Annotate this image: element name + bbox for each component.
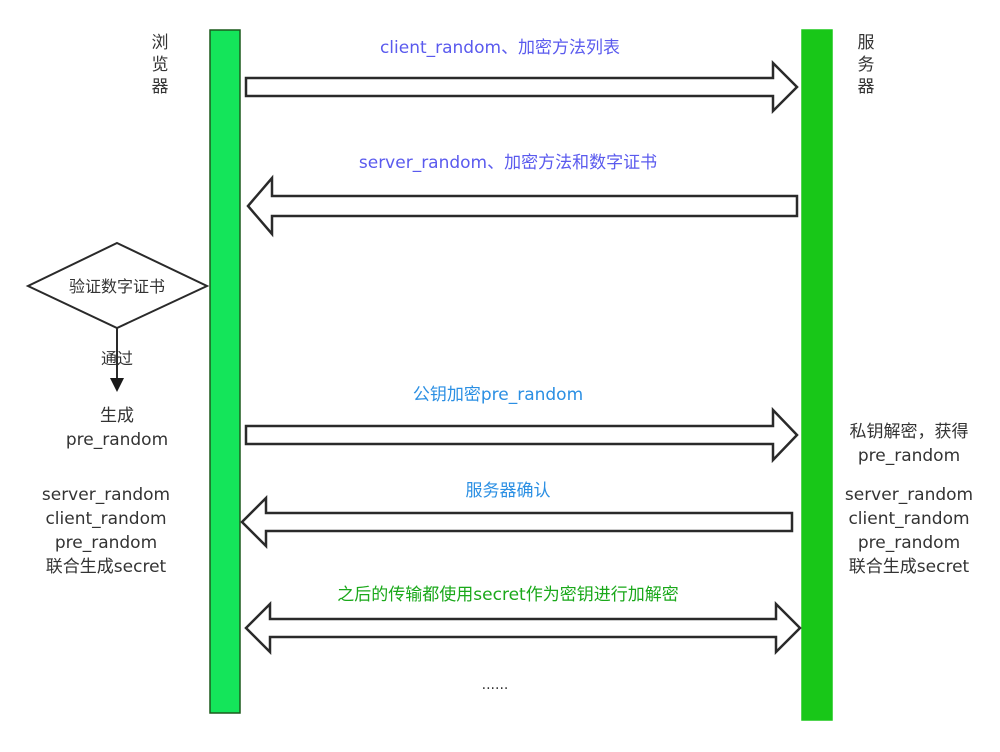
browser-title-line-1: 浏 — [152, 33, 169, 53]
server-combine-block: server_random client_random pre_random 联… — [845, 485, 973, 577]
message-5-label: 之后的传输都使用secret作为密钥进行加解密 — [337, 584, 678, 605]
message-3-arrow — [244, 406, 799, 464]
client-combine-line-2: client_random — [45, 509, 166, 529]
message-5-double-arrow — [244, 600, 802, 656]
server-combine-line-2: client_random — [848, 509, 969, 529]
browser-title: 浏 览 器 — [152, 33, 169, 97]
message-2-arrow — [246, 174, 799, 238]
client-combine-block: server_random client_random pre_random 联… — [42, 485, 170, 577]
server-title-line-3: 器 — [858, 77, 875, 97]
message-1-label: client_random、加密方法列表 — [380, 38, 620, 58]
client-combine-line-1: server_random — [42, 485, 170, 505]
server-combine-line-3: pre_random — [858, 533, 960, 553]
pass-arrowhead — [110, 378, 124, 392]
pass-label: 通过 — [101, 349, 133, 368]
server-title: 服 务 器 — [858, 33, 875, 97]
client-combine-line-4: 联合生成secret — [46, 557, 167, 577]
message-3-label: 公钥加密pre_random — [413, 385, 583, 405]
server-title-line-2: 务 — [858, 55, 875, 75]
message-4-arrow — [240, 494, 794, 550]
server-decrypt-line-1: 私钥解密，获得 — [850, 422, 969, 442]
client-combine-line-3: pre_random — [55, 533, 157, 553]
message-1-arrow — [244, 59, 799, 115]
message-4-label: 服务器确认 — [466, 481, 551, 501]
server-title-line-1: 服 — [858, 33, 875, 53]
generate-line-2: pre_random — [66, 430, 168, 450]
message-2-label: server_random、加密方法和数字证书 — [359, 153, 657, 173]
browser-title-line-2: 览 — [152, 55, 169, 75]
generate-line-1: 生成 — [100, 406, 134, 426]
browser-title-line-3: 器 — [152, 77, 169, 97]
continuation-ellipsis: ...... — [482, 677, 509, 693]
server-decrypt-line-2: pre_random — [858, 446, 960, 466]
verify-certificate-label: 验证数字证书 — [69, 277, 165, 296]
server-lifeline-bar — [801, 29, 833, 721]
server-combine-line-4: 联合生成secret — [849, 557, 970, 577]
browser-lifeline-bar — [209, 29, 241, 714]
server-combine-line-1: server_random — [845, 485, 973, 505]
